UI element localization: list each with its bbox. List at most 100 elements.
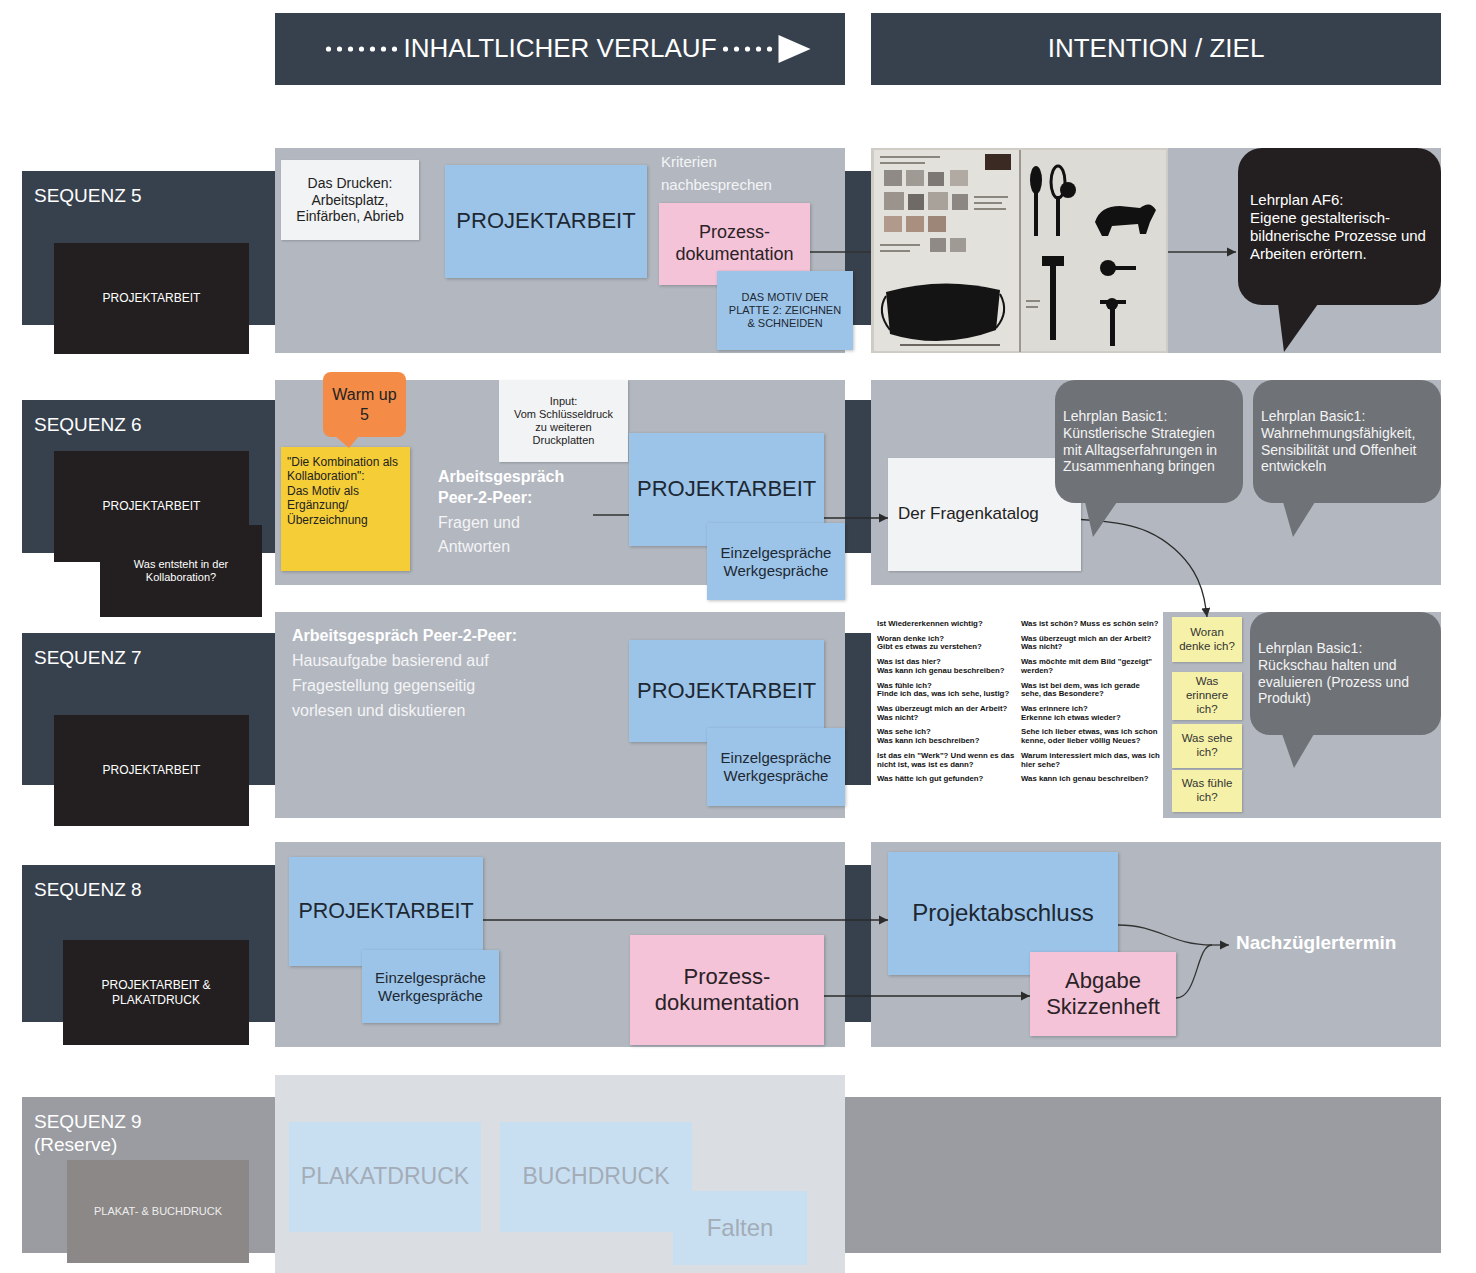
bubble-tail-shape [1282,734,1314,768]
label-slot: Kriterien nachbesprechen [661,150,811,196]
question-note: Was erinnere ich? [1172,672,1242,720]
warmup-bubble: Warm up 5 [323,372,406,437]
bubble-tail [1250,734,1441,769]
node-text: Input: [507,395,620,408]
node-text: Projektabschluss [896,899,1110,928]
annotation-text: Fragen und Antworten [438,511,588,559]
node-text: Was sehe ich? [1176,732,1238,760]
node-text: Was erinnere ich? [1176,675,1238,716]
merge-line [1118,925,1212,945]
node-text: Was entsteht in der Kollaboration? [106,558,256,584]
merge-line [1176,945,1212,998]
node-text: Abgabe Skizzenheft [1038,968,1168,1021]
talk-note: Einzelgespräche Werkgespräche [362,950,499,1023]
header-dot [326,46,331,51]
node-text: PROJEKTARBEIT [60,763,243,777]
leader-line [593,514,629,515]
node-text: SEQUENZ 7 [34,647,184,670]
project-note: PROJEKTARBEIT [629,640,824,742]
header-arrowhead [779,35,811,63]
documentation-note: Prozess- dokumentation [630,935,824,1045]
node-text: PROJEKTARBEIT [637,678,816,704]
header-bar: INTENTION / ZIEL [871,13,1441,85]
bubble-tail-shape [1278,304,1318,352]
question-text: Was möchte mit dem Bild "gezeigt" werden… [1021,658,1161,675]
reserve-note: PLAKATDRUCK [289,1122,481,1232]
sequence-card: PROJEKTARBEIT & PLAKATDRUCK [63,940,249,1045]
sketchbook-photo [871,148,1168,353]
node-text: Vom Schlüsseldruck zu weiteren Druckplat… [507,408,620,448]
annotation-text: Arbeitsgespräch Peer-2-Peer: [438,466,588,508]
leader-line [810,251,871,252]
header-dot [392,46,397,51]
curriculum-bubble: Lehrplan AF6:Eigene gestalterisch- bildn… [1238,148,1441,305]
question-note: Was fühle ich? [1172,770,1242,812]
connector-arrow [1081,520,1207,618]
leader-arrow [1168,251,1236,252]
node-text: Einzelgespräche Werkgespräche [715,749,837,785]
node-text: Das Drucken: [289,175,411,192]
header-dot [381,46,386,51]
sequence-card: PROJEKTARBEIT [54,715,249,826]
curriculum-bubble: Lehrplan Basic1:Künstlerische Strategien… [1055,380,1243,503]
node-text: Eigene gestalterisch- bildnerische Proze… [1250,209,1429,263]
bubble-tail-shape [1085,502,1117,537]
info-card: Das Drucken:Arbeitsplatz, Einfärben, Abr… [281,160,419,240]
catalog-card: Der Fragenkatalog [888,458,1081,571]
sequence-card: PLAKAT- & BUCHDRUCK [67,1160,249,1263]
question-text: Was ist das hier? [877,658,1017,667]
node-text: PROJEKTARBEIT [453,208,639,234]
question-text: Woran denke ich? [877,635,1017,644]
question-text: Was kann ich beschreiben? [877,737,1017,746]
question-text: Was ist bei dem, was ich gerade sehe, da… [1021,682,1161,699]
node-text: Was fühle ich? [1176,777,1238,805]
task-note: DAS MOTIV DER PLATTE 2: ZEICHNEN & SCHNE… [717,271,853,350]
question-note: Was sehe ich? [1172,724,1242,768]
header-dot [756,46,761,51]
curriculum-bubble: Lehrplan Basic1:Wahrnehmungsfähigkeit, S… [1253,380,1441,503]
talk-note: Einzelgespräche Werkgespräche [707,523,845,600]
node-text: Falten [681,1214,799,1243]
question-text: Was hätte ich gut gefunden? [877,775,1017,784]
bubble-tail-shape [1283,502,1315,537]
node-text: Lehrplan Basic1: [1258,640,1433,657]
curriculum-bubble: Lehrplan Basic1:Rückschau halten und eva… [1250,612,1441,735]
node-text: BUCHDRUCK [508,1163,684,1191]
project-note: PROJEKTARBEIT [445,165,647,278]
question-column: Was ist schön? Muss es schön sein?Was üb… [1021,614,1161,784]
question-note: Woran denke ich? [1172,617,1242,662]
label-slot: Fragen und Antworten [438,511,588,559]
node-text: DAS MOTIV DER PLATTE 2: ZEICHNEN & SCHNE… [725,291,845,331]
header-bar: INHALTLICHER VERLAUF [275,13,845,85]
connector-arrow [483,919,888,920]
node-text: Künstlerische Strategien mit Alltagserfa… [1063,425,1235,475]
annotation-text: Arbeitsgespräch Peer-2-Peer: [292,625,612,646]
talk-note: Einzelgespräche Werkgespräche [707,728,845,806]
node-text: PROJEKTARBEIT [297,899,475,925]
question-text: Gibt es etwas zu verstehen? [877,643,1017,652]
question-text: Was sehe ich? [877,728,1017,737]
question-text: Erkenne ich etwas wieder? [1021,714,1161,723]
annotation-text: Nachzüglertermin [1236,931,1436,955]
annotation-text: Hausaufgabe basierend auf Fragestellung … [292,648,524,723]
question-text: Was überzeugt mich an der Arbeit? [877,705,1017,714]
node-text: SEQUENZ 5 [34,185,184,208]
question-text: Warum interessiert mich das, was ich hie… [1021,752,1161,769]
sequence-card: PROJEKTARBEIT [54,243,249,354]
node-text: Das Motiv als Ergänzung/ Überzeichnung [287,484,404,527]
header-dot [348,46,353,51]
node-text: Arbeitsplatz, Einfärben, Abrieb [289,192,411,226]
node-text: Woran denke ich? [1176,626,1238,654]
label-slot: Hausaufgabe basierend auf Fragestellung … [292,648,524,723]
node-text: INHALTLICHER VERLAUF [403,33,716,64]
node-text: Rückschau halten und evaluieren (Prozess… [1258,657,1433,707]
header-dot [745,46,750,51]
node-text: PROJEKTARBEIT [637,476,816,502]
node-text: Lehrplan Basic1: [1063,408,1235,425]
node-text: SEQUENZ 6 [34,414,184,437]
node-text: INTENTION / ZIEL [1048,33,1265,64]
task-note: "Die Kombination als Kollaboration":Das … [281,447,410,571]
question-text: Ist Wiedererkennen wichtig? [877,620,1017,629]
question-text: Sehe ich lieber etwas, was ich schon ken… [1021,728,1161,745]
question-card: Was entsteht in der Kollaboration? [100,525,262,617]
